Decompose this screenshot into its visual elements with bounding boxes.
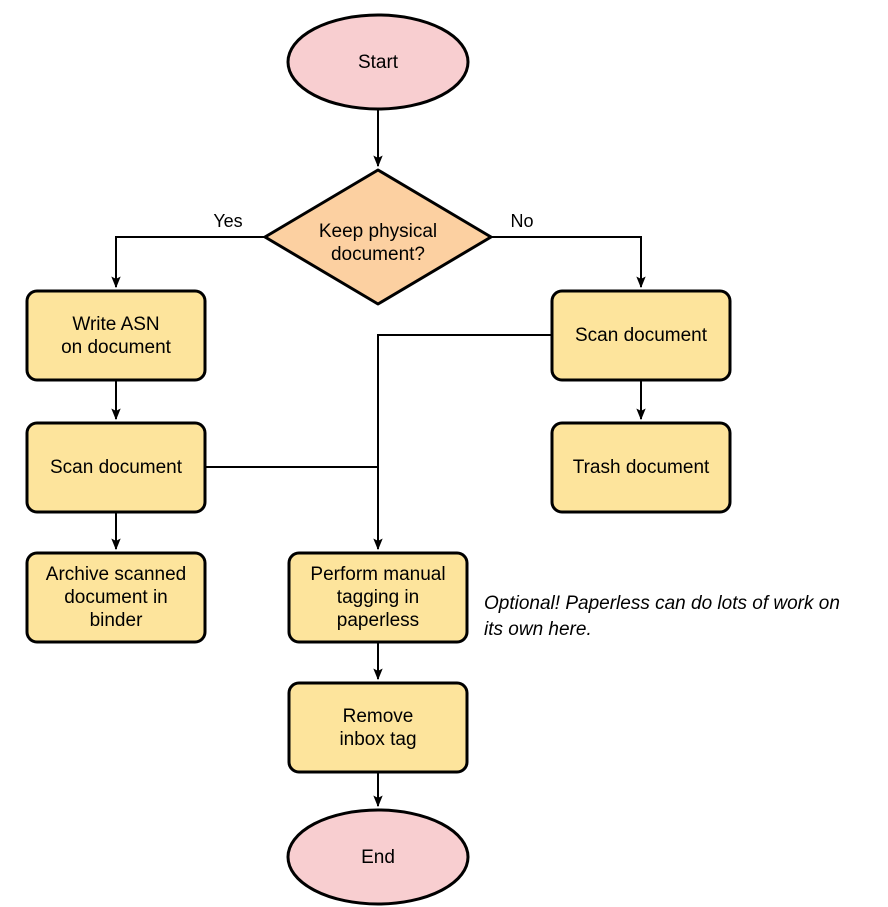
optional-note-line1: Optional! Paperless can do lots of work … (484, 593, 840, 614)
node-scan-document-right[interactable]: Scan document (550, 289, 732, 382)
scan-document-right-label: Scan document (575, 325, 708, 346)
write-asn-box[interactable] (25, 289, 207, 382)
edge-scan-right-to-tagging (373, 334, 552, 551)
edge-decision-no (491, 236, 646, 289)
scan-document-right-box[interactable] (550, 289, 732, 382)
edge-layer (111, 109, 646, 808)
archive-binder-label-line1: Archive scanned (46, 564, 186, 585)
node-manual-tagging[interactable]: Perform manual tagging in paperless (287, 551, 469, 644)
archive-binder-label-line3: binder (90, 610, 143, 631)
manual-tagging-label-line1: Perform manual (310, 564, 445, 585)
edge-decision-yes (111, 236, 265, 289)
start-label: Start (358, 52, 399, 73)
node-remove-inbox-tag[interactable]: Remove inbox tag (287, 681, 469, 774)
node-archive-binder[interactable]: Archive scanned document in binder (25, 551, 207, 644)
write-asn-label-line2: on document (61, 337, 172, 358)
node-start[interactable]: Start (286, 13, 470, 111)
manual-tagging-label-line3: paperless (337, 610, 419, 631)
optional-note-line2: its own here. (484, 619, 592, 640)
decision-label-line1: Keep physical (319, 221, 437, 242)
trash-document-box[interactable] (550, 421, 732, 514)
node-layer: Start Keep physical document? Write ASN … (25, 13, 732, 906)
scan-document-left-label: Scan document (50, 457, 183, 478)
decision-diamond[interactable] (263, 168, 493, 306)
edge-label-layer: Yes No (213, 211, 533, 231)
edge-label-no: No (510, 211, 533, 231)
start-ellipse[interactable] (286, 13, 470, 111)
node-write-asn[interactable]: Write ASN on document (25, 289, 207, 382)
node-trash-document[interactable]: Trash document (550, 421, 732, 514)
decision-label-line2: document? (331, 244, 425, 265)
end-ellipse[interactable] (286, 808, 470, 906)
end-label: End (361, 847, 395, 868)
remove-inbox-tag-label-line2: inbox tag (339, 729, 416, 750)
trash-document-label: Trash document (573, 457, 710, 478)
node-end[interactable]: End (286, 808, 470, 906)
node-scan-document-left[interactable]: Scan document (25, 421, 207, 514)
edge-label-yes: Yes (213, 211, 242, 231)
manual-tagging-box[interactable] (287, 551, 469, 644)
annotation-layer: Optional! Paperless can do lots of work … (484, 593, 840, 640)
remove-inbox-tag-box[interactable] (287, 681, 469, 774)
node-keep-physical[interactable]: Keep physical document? (263, 168, 493, 306)
manual-tagging-label-line2: tagging in (337, 587, 419, 608)
remove-inbox-tag-label-line1: Remove (343, 706, 414, 727)
archive-binder-box[interactable] (25, 551, 207, 644)
write-asn-label-line1: Write ASN (72, 314, 159, 335)
scan-document-left-box[interactable] (25, 421, 207, 514)
archive-binder-label-line2: document in (64, 587, 168, 608)
